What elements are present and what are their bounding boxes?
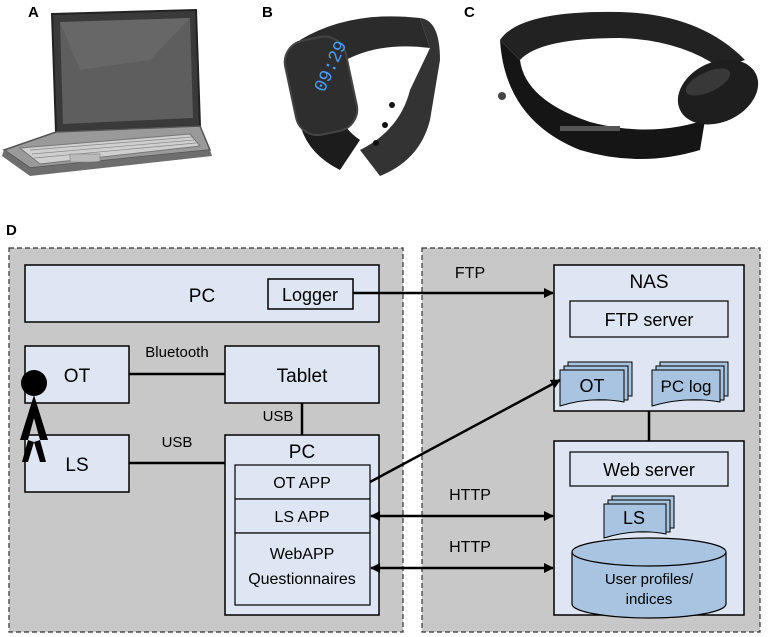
bluetooth-label: Bluetooth: [145, 344, 208, 361]
database-icon: [571, 537, 727, 619]
ot-label: OT: [64, 366, 91, 387]
db-label-line1: User profiles/: [605, 571, 694, 588]
web-server-label: Web server: [603, 460, 695, 480]
ls-app-box: [234, 498, 371, 534]
logger-box: [267, 278, 354, 310]
web-ls-label: LS: [623, 508, 645, 528]
ls-box: [24, 434, 130, 493]
panel-label-b: B: [262, 4, 273, 21]
ftp-server-label: FTP server: [605, 310, 694, 330]
ls-app-label: LS APP: [274, 509, 329, 526]
panel-label-d: D: [6, 222, 17, 239]
webapp-label-line1: WebAPP: [270, 546, 335, 563]
usb-horizontal-label: USB: [162, 434, 193, 451]
tablet-label: Tablet: [277, 366, 328, 387]
http-label-2: HTTP: [449, 539, 491, 556]
ot-app-label: OT APP: [273, 475, 331, 492]
http-label-1: HTTP: [449, 487, 491, 504]
pc-log-document-icon: [651, 361, 729, 407]
pc-bottom-label: PC: [289, 442, 315, 463]
panel-label-c: C: [464, 4, 475, 21]
logger-label: Logger: [282, 285, 338, 305]
tablet-box: [224, 345, 380, 404]
pc-log-label: PC log: [660, 377, 711, 396]
nas-label: NAS: [629, 272, 668, 293]
ftp-label: FTP: [455, 265, 485, 282]
panel-label-a: A: [28, 4, 39, 21]
ftp-server-box: [569, 300, 729, 338]
db-label-line2: indices: [626, 591, 673, 608]
person-icon: [20, 370, 48, 462]
ot-app-box: [234, 464, 371, 500]
webapp-box: [234, 532, 371, 606]
nas-ot-document-icon: [559, 361, 633, 407]
nas-ot-label: OT: [580, 376, 605, 396]
pc-top-label: PC: [189, 286, 215, 307]
web-ls-document-icon: [603, 495, 675, 539]
ot-app-to-nas-arrow: [369, 378, 561, 484]
webapp-label-line2: Questionnaires: [248, 571, 356, 588]
ls-label: LS: [65, 455, 88, 476]
usb-vertical-label: USB: [263, 408, 294, 425]
web-server-box: [569, 451, 729, 487]
